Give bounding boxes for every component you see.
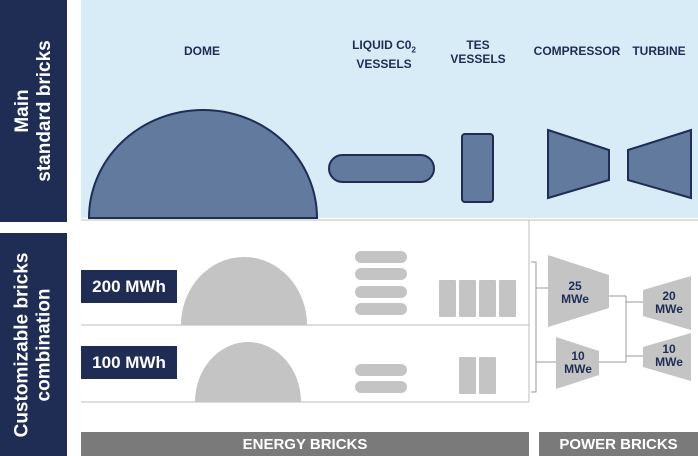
turbine-10-unit: MWe bbox=[655, 355, 683, 369]
tes-vessels-100 bbox=[459, 357, 496, 394]
tag-100-mwh: 100 MWh bbox=[81, 346, 177, 379]
tes-vessel-100-2 bbox=[479, 357, 496, 394]
dome-200-shape bbox=[181, 257, 307, 325]
tag-200-mwh: 200 MWh bbox=[81, 270, 177, 303]
compressor-shape bbox=[547, 128, 610, 200]
tes-vessel-200-4 bbox=[499, 280, 516, 317]
liquid-vessel-100-2 bbox=[355, 381, 407, 393]
compressor-25-unit: MWe bbox=[561, 292, 589, 306]
dome-label: DOME bbox=[184, 44, 220, 58]
liquid-vessel-200-2 bbox=[355, 268, 407, 280]
connector-to-20-mwe bbox=[625, 296, 643, 303]
customizable-bricks-sidebar: Customizable bricks combination bbox=[0, 233, 67, 456]
tes-vessel-200-2 bbox=[459, 280, 476, 317]
liquid-co2-label-line1: LIQUID C0 bbox=[352, 38, 412, 52]
dome-shape bbox=[87, 109, 319, 219]
tes-label-line2: VESSELS bbox=[450, 52, 506, 66]
compressor-10-mwe-shape bbox=[556, 337, 599, 389]
connector-lines bbox=[531, 261, 643, 393]
tes-label-line1: TES bbox=[466, 38, 490, 52]
liquid-vessel-200-4 bbox=[355, 303, 407, 315]
liquid-vessel-200-1 bbox=[355, 251, 407, 263]
turbine-20-unit: MWe bbox=[655, 302, 683, 316]
turbine-shape bbox=[627, 128, 692, 200]
tes-vessel-shape bbox=[461, 133, 494, 203]
turbine-20-value: 20 bbox=[662, 289, 676, 303]
compressor-10-value: 10 bbox=[571, 349, 585, 363]
dome-100-shape bbox=[195, 342, 301, 402]
turbine-10-mwe-shape bbox=[643, 333, 691, 381]
compressor-25-mwe-shape bbox=[548, 255, 609, 327]
power-bricks-bar: POWER BRICKS bbox=[539, 432, 698, 456]
compressor-label: COMPRESSOR bbox=[533, 44, 621, 58]
connector-bracket-left bbox=[531, 261, 537, 393]
liquid-co2-subscript: 2 bbox=[411, 45, 416, 55]
tes-vessels-200 bbox=[439, 280, 516, 317]
tes-vessel-100-1 bbox=[459, 357, 476, 394]
liquid-co2-label-line2: VESSELS bbox=[356, 57, 412, 72]
tes-vessel-200-1 bbox=[439, 280, 456, 317]
turbine-20-label: 20 MWe bbox=[646, 290, 692, 316]
liquid-co2-vessel-shape bbox=[328, 154, 435, 183]
connector-10-mwe bbox=[599, 355, 643, 363]
turbine-label: TURBINE bbox=[632, 44, 686, 58]
main-standard-bricks-sidebar: Main standard bricks bbox=[0, 0, 67, 222]
energy-bricks-bar: ENERGY BRICKS bbox=[81, 432, 529, 456]
tes-vessel-200-3 bbox=[479, 280, 496, 317]
liquid-co2-vessels-100 bbox=[355, 364, 407, 393]
tes-vessels-label: TES VESSELS bbox=[440, 38, 516, 66]
turbine-20-mwe-shape bbox=[643, 276, 691, 330]
compressor-25-label: 25 MWe bbox=[552, 280, 598, 306]
liquid-vessel-100-1 bbox=[355, 364, 407, 376]
liquid-co2-vessels-200 bbox=[355, 251, 407, 315]
liquid-co2-label: LIQUID C02 VESSELS bbox=[336, 38, 432, 71]
compressor-25-value: 25 bbox=[568, 279, 582, 293]
liquid-vessel-200-3 bbox=[355, 286, 407, 298]
turbine-10-value: 10 bbox=[662, 342, 676, 356]
compressor-10-unit: MWe bbox=[564, 362, 592, 376]
turbine-10-label: 10 MWe bbox=[646, 343, 692, 369]
compressor-10-label: 10 MWe bbox=[555, 350, 601, 376]
